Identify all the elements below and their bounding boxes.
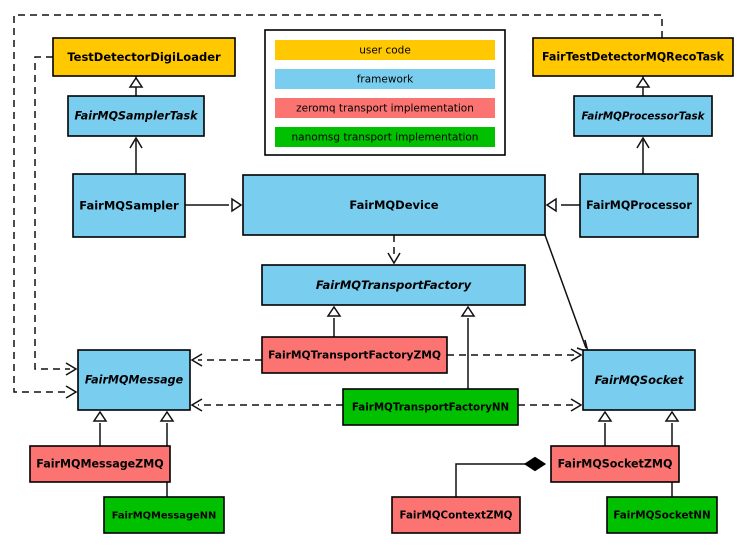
class-box-FairMQDevice[interactable] <box>242 174 546 236</box>
class-node-FairMQSocket[interactable]: FairMQSocket <box>582 349 696 411</box>
edge-sampler-uses-samplertask <box>129 136 143 174</box>
edge-socketzmq-generalizes-socket <box>597 410 613 446</box>
edge-transportfactoryzmq-generalizes-transportfactory <box>326 305 342 337</box>
edge-socketzmq-composes-contextzmq <box>455 456 547 497</box>
legend-swatch-0 <box>275 40 495 60</box>
class-node-FairMQDevice[interactable]: FairMQDevice <box>242 174 546 236</box>
class-box-FairMQSamplerTask[interactable] <box>67 95 205 137</box>
edge-digiloader-depends-message <box>34 56 78 376</box>
class-node-FairMQTransportFactoryNN[interactable]: FairMQTransportFactoryNN <box>342 388 519 426</box>
legend-swatch-3 <box>275 127 495 147</box>
edge-device-associates-socket <box>544 234 590 354</box>
class-box-FairMQSocket[interactable] <box>582 349 696 411</box>
class-node-TestDetectorDigiLoader[interactable]: TestDetectorDigiLoader <box>52 37 236 77</box>
class-box-FairMQSocketNN[interactable] <box>606 496 718 534</box>
edge-recotask-depends-message <box>13 14 663 399</box>
legend-swatch-2 <box>275 98 495 118</box>
edge-processor-uses-processortask <box>636 136 650 174</box>
class-box-FairMQTransportFactory[interactable] <box>261 264 526 306</box>
class-box-FairMQProcessor[interactable] <box>579 173 699 238</box>
class-box-FairMQMessage[interactable] <box>77 349 191 411</box>
edge-device-depends-transportfactory <box>387 235 401 265</box>
class-box-FairMQMessageNN[interactable] <box>103 496 225 534</box>
class-node-FairMQMessageZMQ[interactable]: FairMQMessageZMQ <box>29 445 171 483</box>
class-node-FairMQContextZMQ[interactable]: FairMQContextZMQ <box>391 496 521 534</box>
edge-transportfactorynn-creates-socket <box>518 398 583 412</box>
class-node-FairMQProcessorTask[interactable]: FairMQProcessorTask <box>573 95 713 137</box>
edge-transportfactoryzmq-creates-socket <box>447 348 583 362</box>
edge-transportfactoryzmq-creates-message <box>190 353 262 367</box>
class-node-FairMQSocketZMQ[interactable]: FairMQSocketZMQ <box>550 445 680 483</box>
edge-digiloader-generalizes-samplertask <box>128 76 144 96</box>
class-node-FairMQSocketNN[interactable]: FairMQSocketNN <box>606 496 718 534</box>
class-box-FairMQTransportFactoryZMQ[interactable] <box>261 336 448 374</box>
class-node-FairMQMessageNN[interactable]: FairMQMessageNN <box>103 496 225 534</box>
class-node-FairTestDetectorMQRecoTask[interactable]: FairTestDetectorMQRecoTask <box>532 37 734 77</box>
class-box-FairMQContextZMQ[interactable] <box>391 496 521 534</box>
class-box-FairMQProcessorTask[interactable] <box>573 95 713 137</box>
edge-messagezmq-generalizes-message <box>92 410 108 446</box>
legend-swatch-1 <box>275 69 495 89</box>
edge-transportfactorynn-generalizes-transportfactory <box>460 305 476 389</box>
edge-transportfactorynn-creates-message <box>190 398 343 412</box>
edges-layer <box>13 14 680 497</box>
edge-sampler-generalizes-device <box>185 197 243 213</box>
class-node-FairMQMessage[interactable]: FairMQMessage <box>77 349 191 411</box>
class-box-FairMQMessageZMQ[interactable] <box>29 445 171 483</box>
edge-recotask-generalizes-processortask <box>635 76 651 96</box>
edge-processor-generalizes-device <box>545 197 580 213</box>
class-node-FairMQSampler[interactable]: FairMQSampler <box>72 173 186 238</box>
class-node-FairMQTransportFactory[interactable]: FairMQTransportFactory <box>261 264 526 306</box>
class-box-FairMQSocketZMQ[interactable] <box>550 445 680 483</box>
class-box-TestDetectorDigiLoader[interactable] <box>52 37 236 77</box>
class-node-FairMQProcessor[interactable]: FairMQProcessor <box>579 173 699 238</box>
class-node-FairMQSamplerTask[interactable]: FairMQSamplerTask <box>67 95 205 137</box>
class-box-FairMQTransportFactoryNN[interactable] <box>342 388 519 426</box>
class-node-FairMQTransportFactoryZMQ[interactable]: FairMQTransportFactoryZMQ <box>261 336 448 374</box>
class-box-FairTestDetectorMQRecoTask[interactable] <box>532 37 734 77</box>
class-box-FairMQSampler[interactable] <box>72 173 186 238</box>
